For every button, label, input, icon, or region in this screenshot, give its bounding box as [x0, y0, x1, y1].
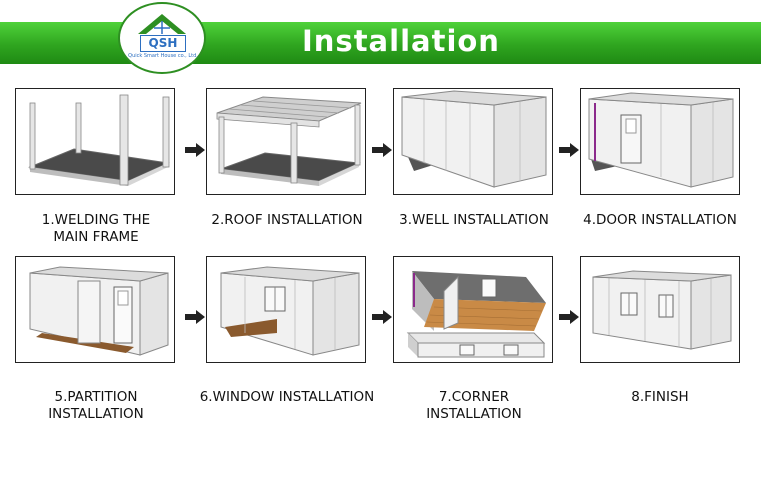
- step-2-image: [206, 88, 366, 195]
- step-2-label: 2.ROOF INSTALLATION: [197, 212, 377, 229]
- step-5-image: [15, 256, 175, 363]
- header-banner: Installation: [0, 22, 761, 64]
- logo-subtext: Quick Smart House co., Ltd.: [128, 53, 198, 59]
- arrow-right-icon: [185, 310, 205, 324]
- house-roof-logo-icon: [138, 14, 186, 34]
- step-1-label-text: 1.WELDING THE MAIN FRAME: [41, 212, 151, 245]
- step-5-label-text: 5.PARTITION INSTALLATION: [48, 389, 144, 422]
- step-1-image: [15, 88, 175, 195]
- step-4-label-text: 4.DOOR INSTALLATION: [583, 212, 737, 228]
- step-4-image: [580, 88, 740, 195]
- step-1-label: 1.WELDING THE MAIN FRAME: [6, 212, 186, 246]
- step-4-label: 4.DOOR INSTALLATION: [570, 212, 750, 229]
- step-6-label-text: 6.WINDOW INSTALLATION: [199, 389, 375, 405]
- step-6-label: 6.WINDOW INSTALLATION: [189, 389, 385, 406]
- step-8-image: [580, 256, 740, 363]
- page-title: Installation: [302, 24, 500, 58]
- step-7-label: 7.CORNER INSTALLATION: [384, 389, 564, 423]
- step-7-image: [393, 256, 553, 363]
- step-8-label-text: 8.FINISH: [631, 389, 689, 405]
- step-5-label: 5.PARTITION INSTALLATION: [6, 389, 186, 423]
- step-3-image: [393, 88, 553, 195]
- step-7-label-text: 7.CORNER INSTALLATION: [426, 389, 522, 422]
- step-6-image: [206, 256, 366, 363]
- step-8-label: 8.FINISH: [570, 389, 750, 406]
- arrow-right-icon: [559, 143, 579, 157]
- company-logo: QSH Quick Smart House co., Ltd.: [118, 2, 206, 74]
- logo-text: QSH: [140, 35, 186, 52]
- step-3-label: 3.WELL INSTALLATION: [384, 212, 564, 229]
- arrow-right-icon: [372, 310, 392, 324]
- arrow-right-icon: [372, 143, 392, 157]
- step-2-label-text: 2.ROOF INSTALLATION: [211, 212, 363, 228]
- step-3-label-text: 3.WELL INSTALLATION: [399, 212, 549, 228]
- arrow-right-icon: [185, 143, 205, 157]
- arrow-right-icon: [559, 310, 579, 324]
